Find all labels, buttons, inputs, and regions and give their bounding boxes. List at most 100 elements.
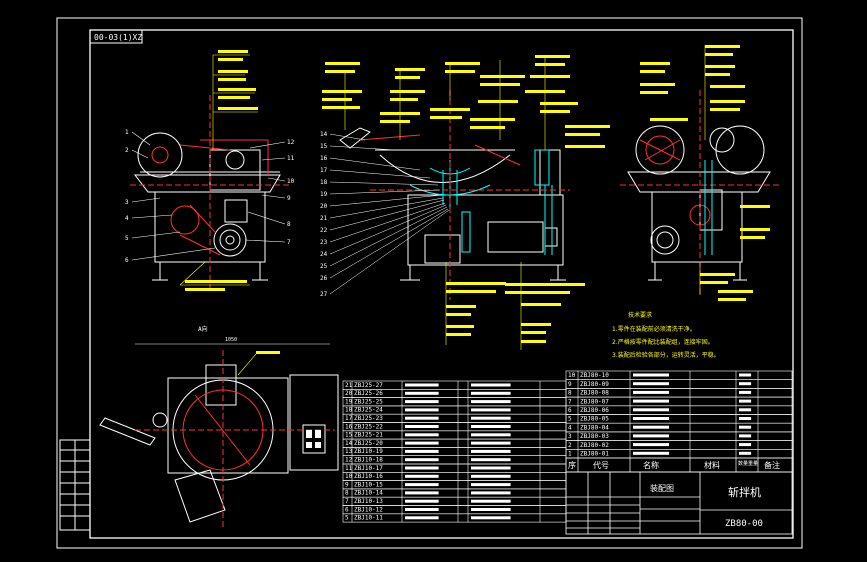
bom-item-number: 3 [568,433,572,440]
bom-item-number: 20 [345,390,353,397]
svg-text:7: 7 [287,239,291,246]
bom-item-number: 6 [568,407,572,414]
bom-item-name [405,433,439,437]
bom-item-name [633,373,669,377]
bom-item-code: ZBJ80-02 [580,442,609,449]
bom-header-qty: 数量 [738,460,748,467]
inner-border [89,29,794,539]
bom-item-name [405,466,439,470]
bom-item-material [471,458,511,462]
bom-item-code: ZBJ25-22 [354,423,383,430]
bom-item-material [471,466,511,470]
svg-text:17: 17 [320,167,328,174]
drawing-number: ZB80-00 [725,519,763,529]
bom-item-code: ZBJ25-23 [354,415,383,422]
bom-header-weight: 重量 [748,460,758,467]
bom-item-material [739,443,752,447]
bom-item-material [471,449,511,453]
bom-item-code: ZBJ25-27 [354,382,383,389]
bom-item-code: ZBJ80-05 [580,416,609,423]
svg-text:23: 23 [320,239,328,246]
bom-item-name [405,408,439,412]
bom-item-material [471,508,511,511]
svg-text:24: 24 [320,251,328,258]
bom-item-number: 7 [345,498,349,505]
bom-item-number: 6 [345,506,349,513]
bom-item-code: ZBJ25-21 [354,432,383,439]
svg-text:5: 5 [125,235,129,242]
bom-item-material [471,416,511,420]
bom-item-code: ZBJ10-14 [354,490,383,497]
bom-item-material [471,383,511,387]
bom-header-code: 代号 [593,460,609,470]
bom-item-code: ZBJ25-24 [354,407,383,414]
bom-item-code: ZBJ80-09 [580,381,609,388]
section-balloons: 14 15 16 17 18 19 20 21 22 23 24 25 26 2… [320,131,328,298]
bom-item-code: ZBJ80-08 [580,390,609,397]
plan-view: A向 1050 [99,325,339,530]
bom-item-material [739,373,752,377]
bom-item-material [471,474,511,478]
bom-item-number: 13 [345,448,353,455]
bom-item-number: 2 [568,442,572,449]
bom-item-material [471,483,511,487]
bom-item-number: 11 [345,465,353,472]
section-callouts [322,55,610,350]
bom-item-material [471,516,511,520]
bom-item-number: 9 [568,381,572,388]
product-name: 斩拌机 [728,485,761,499]
revision-strip [59,439,91,531]
bom-item-name [405,499,439,503]
bom-item-number: 10 [345,473,353,480]
assembly-label: 装配图 [650,483,674,493]
bom-item-material [471,441,511,445]
bom-item-name [405,425,439,428]
bom-item-code: ZBJ10-16 [354,473,383,480]
bom-item-material [471,499,511,503]
bom-item-name [405,516,439,520]
svg-text:16: 16 [320,155,328,162]
bom-item-name [633,451,669,455]
bom-item-name [405,458,439,462]
bom-item-code: ZBJ80-07 [580,398,609,405]
svg-text:26: 26 [320,275,328,282]
bom-item-name [633,390,669,394]
bom-item-number: 8 [345,490,349,497]
svg-text:21: 21 [320,215,328,222]
bom-item-material [739,417,752,420]
bom-item-number: 16 [345,423,353,430]
bom-item-number: 21 [345,382,353,389]
bom-item-code: ZBJ25-20 [354,440,383,447]
svg-text:A向: A向 [198,325,208,333]
bom-item-name [405,491,439,495]
bom-item-material [471,408,511,412]
svg-text:2: 2 [125,147,129,154]
svg-text:20: 20 [320,203,328,210]
bom-item-number: 14 [345,440,353,447]
bom-item-name [405,383,439,387]
bom-item-code: ZBJ10-12 [354,506,383,513]
bom-item-material [471,400,511,404]
bom-item-material [471,425,511,428]
svg-text:22: 22 [320,227,328,234]
bom-item-name [633,434,669,438]
svg-text:1050: 1050 [225,337,237,343]
bom-item-material [739,425,752,429]
bom-header-name: 名称 [643,460,659,470]
bom-item-material [739,451,752,455]
bom-row: 9 ZBJ80-09 [565,379,793,389]
svg-text:2.严格按零件配比装配组，连接牢固。: 2.严格按零件配比装配组，连接牢固。 [612,338,714,346]
front-balloons: 1 2 3 4 5 6 7 8 9 10 11 12 [125,129,295,264]
bom-item-code: ZBJ10-11 [354,515,383,522]
bom-item-code: ZBJ80-01 [580,451,609,458]
bom-item-material [471,391,511,395]
bom-item-code: ZBJ10-17 [354,465,383,472]
bom-item-name [405,441,439,445]
bom-item-code: ZBJ25-26 [354,390,383,397]
svg-text:3: 3 [125,199,129,206]
bom-header-seq: 序 [568,460,576,470]
bom-item-code: ZBJ25-25 [354,398,383,405]
svg-text:9: 9 [287,195,291,202]
